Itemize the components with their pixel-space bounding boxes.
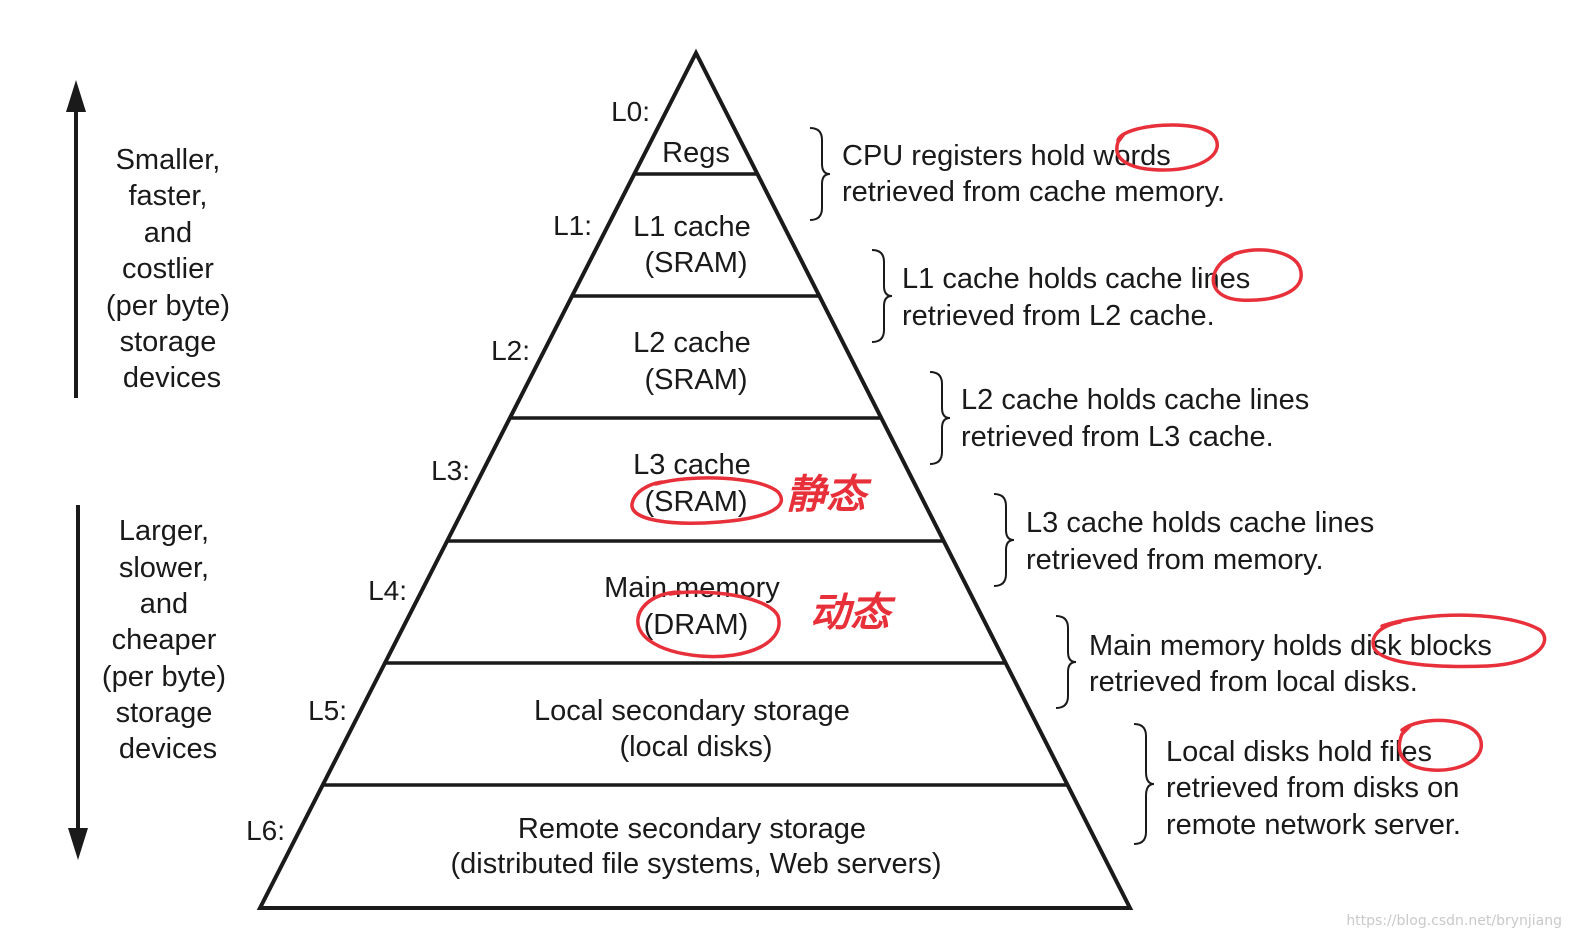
brace-l5 bbox=[1133, 723, 1155, 845]
level-box-l5: Local secondary storage (local disks) bbox=[534, 695, 858, 763]
brace-l1 bbox=[871, 249, 893, 343]
top-side-line: (per byte) bbox=[106, 290, 230, 322]
desc-line: retrieved from memory. bbox=[1026, 544, 1324, 576]
desc-line: retrieved from cache memory. bbox=[842, 176, 1225, 208]
bottom-side-line: slower, bbox=[119, 552, 209, 584]
circle-dram bbox=[636, 590, 781, 659]
desc-line: CPU registers hold words bbox=[842, 140, 1171, 172]
level-box-l3: L3 cache (SRAM) bbox=[633, 449, 759, 518]
level-box-l4: Main memory (DRAM) bbox=[604, 572, 788, 641]
bottom-side-line: (per byte) bbox=[102, 661, 226, 693]
up-arrow bbox=[66, 80, 86, 398]
circle-sram bbox=[630, 476, 784, 525]
desc-line: L1 cache holds cache lines bbox=[902, 263, 1250, 295]
level-box-line: (local disks) bbox=[619, 731, 772, 763]
circle-disk-blocks bbox=[1371, 613, 1547, 669]
bottom-side-caption: Larger, slower, and cheaper (per byte) s… bbox=[102, 515, 234, 765]
brace-l4 bbox=[1055, 615, 1077, 709]
level-box-line: L2 cache bbox=[633, 327, 751, 359]
level-label-l6: L6: bbox=[246, 815, 285, 846]
level-label-l3: L3: bbox=[431, 455, 470, 486]
desc-line: retrieved from L3 cache. bbox=[961, 421, 1274, 453]
brace-l3 bbox=[993, 493, 1015, 587]
top-side-line: Smaller, bbox=[116, 144, 221, 176]
brace-l0 bbox=[809, 127, 831, 221]
desc-l4: Main memory holds disk blocks retrieved … bbox=[1089, 630, 1500, 698]
level-box-line: (DRAM) bbox=[644, 609, 749, 641]
level-label-l4: L4: bbox=[368, 575, 407, 606]
level-label-l2: L2: bbox=[491, 335, 530, 366]
desc-l0: CPU registers hold words retrieved from … bbox=[842, 140, 1225, 208]
red-annotations: 静态 动态 bbox=[630, 123, 1547, 772]
desc-line: L2 cache holds cache lines bbox=[961, 384, 1309, 416]
top-side-line: and bbox=[144, 217, 192, 249]
level-box-line: (SRAM) bbox=[644, 247, 747, 279]
desc-line: retrieved from local disks. bbox=[1089, 666, 1418, 698]
level-box-line: L3 cache bbox=[633, 449, 751, 481]
desc-line: L3 cache holds cache lines bbox=[1026, 507, 1374, 539]
desc-line: remote network server. bbox=[1166, 809, 1461, 841]
circle-lines bbox=[1211, 248, 1303, 302]
top-side-line: storage bbox=[120, 326, 217, 358]
level-box-l6: Remote secondary storage (distributed fi… bbox=[451, 813, 942, 880]
desc-line: retrieved from disks on bbox=[1166, 772, 1459, 804]
top-side-line: faster, bbox=[128, 180, 207, 212]
level-box-line: (distributed file systems, Web servers) bbox=[451, 848, 942, 880]
level-label-l0: L0: bbox=[611, 96, 650, 127]
level-box-line: Remote secondary storage bbox=[518, 813, 866, 845]
desc-line: Main memory holds disk blocks bbox=[1089, 630, 1492, 662]
desc-l2: L2 cache holds cache lines retrieved fro… bbox=[961, 384, 1317, 453]
level-box-line: (SRAM) bbox=[644, 486, 747, 518]
level-box-l1: L1 cache (SRAM) bbox=[633, 211, 759, 279]
bottom-side-line: storage bbox=[116, 697, 213, 729]
circle-words bbox=[1115, 123, 1219, 172]
desc-line: retrieved from L2 cache. bbox=[902, 300, 1215, 332]
level-box-l2: L2 cache (SRAM) bbox=[633, 327, 759, 396]
level-box-l0: Regs bbox=[662, 137, 730, 169]
level-box-line: L1 cache bbox=[633, 211, 751, 243]
dram-handwritten-note: 动态 bbox=[810, 590, 896, 636]
brace-l2 bbox=[929, 371, 951, 465]
level-label-l5: L5: bbox=[308, 695, 347, 726]
desc-line: Local disks hold files bbox=[1166, 736, 1432, 768]
pyramid bbox=[256, 48, 1134, 910]
desc-l3: L3 cache holds cache lines retrieved fro… bbox=[1026, 507, 1382, 576]
circle-files bbox=[1397, 718, 1484, 772]
top-side-caption: Smaller, faster, and costlier (per byte)… bbox=[106, 144, 238, 394]
bottom-side-line: cheaper bbox=[112, 624, 217, 656]
bottom-side-line: and bbox=[140, 588, 188, 620]
sram-handwritten-note: 静态 bbox=[786, 472, 872, 518]
level-label-l1: L1: bbox=[553, 210, 592, 241]
bottom-side-line: Larger, bbox=[119, 515, 209, 547]
level-box-line: (SRAM) bbox=[644, 364, 747, 396]
desc-l5: Local disks hold files retrieved from di… bbox=[1166, 736, 1467, 841]
bottom-side-line: devices bbox=[119, 733, 217, 765]
watermark: https://blog.csdn.net/brynjiang bbox=[1346, 913, 1562, 929]
top-side-line: devices bbox=[123, 362, 221, 394]
desc-l1: L1 cache holds cache lines retrieved fro… bbox=[902, 263, 1258, 332]
top-side-line: costlier bbox=[122, 253, 214, 285]
down-arrow bbox=[68, 505, 88, 860]
level-box-line: Local secondary storage bbox=[534, 695, 850, 727]
